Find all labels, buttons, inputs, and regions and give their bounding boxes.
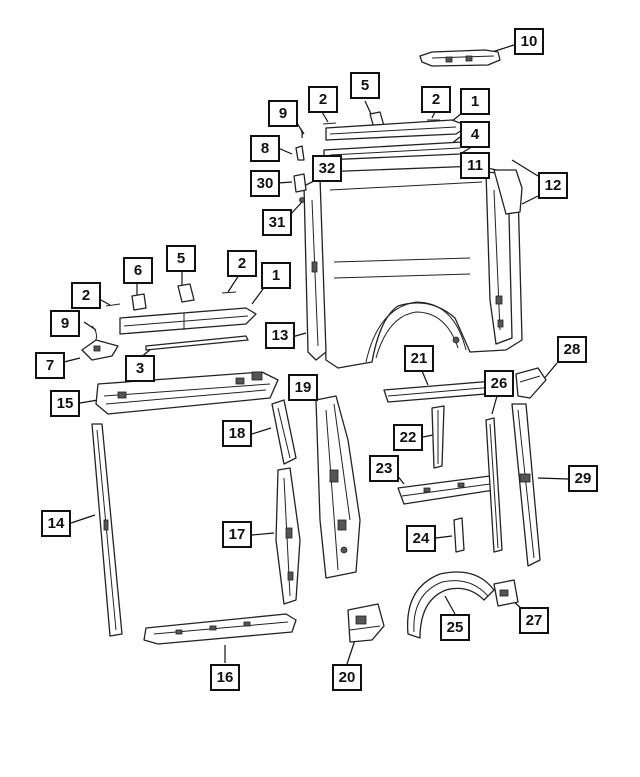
callout-12: 12 <box>538 172 568 199</box>
callout-7: 7 <box>35 352 65 379</box>
part-14-pillar <box>91 423 123 637</box>
callout-14: 14 <box>41 510 71 537</box>
callout-20: 20 <box>332 664 362 691</box>
callout-1b: 1 <box>261 262 291 289</box>
callout-23: 23 <box>369 455 399 482</box>
callout-28: 28 <box>557 336 587 363</box>
part-22-brace <box>431 405 445 469</box>
callout-16: 16 <box>210 664 240 691</box>
callout-3: 3 <box>125 355 155 382</box>
callout-22: 22 <box>393 424 423 451</box>
callout-8: 8 <box>250 135 280 162</box>
part-29-rear-pillar <box>511 403 541 567</box>
part-23-rail <box>397 475 495 505</box>
callout-32: 32 <box>312 155 342 182</box>
callout-9b: 9 <box>50 310 80 337</box>
part-19-inner-pillar <box>315 395 361 579</box>
callout-31: 31 <box>262 209 292 236</box>
part-1-4-upper-rails <box>323 119 471 161</box>
callout-11: 11 <box>460 152 490 179</box>
callout-10: 10 <box>514 28 544 55</box>
callout-30: 30 <box>250 170 280 197</box>
part-17-pillar-lower <box>275 467 301 605</box>
callout-5b: 5 <box>166 245 196 272</box>
part-24-brace <box>453 517 465 553</box>
part-18-pillar-upper <box>271 399 297 465</box>
callout-2c: 2 <box>227 250 257 277</box>
part-25-wheelhouse <box>406 571 495 639</box>
callout-19: 19 <box>288 374 318 401</box>
callout-4: 4 <box>460 121 490 148</box>
part-13-side-panel <box>303 165 523 369</box>
callout-18: 18 <box>222 420 252 447</box>
part-26-pillar <box>485 417 503 553</box>
callout-1a: 1 <box>460 88 490 115</box>
callout-15: 15 <box>50 390 80 417</box>
callout-6: 6 <box>123 257 153 284</box>
callout-29: 29 <box>568 465 598 492</box>
part-20-bracket <box>347 603 385 643</box>
parts-30-31-small <box>293 173 307 203</box>
part-10-roof-bow <box>419 49 501 67</box>
part-28-corner <box>515 367 547 399</box>
part-15-roof-rail <box>95 371 279 415</box>
callout-13: 13 <box>265 322 295 349</box>
part-27-plate <box>493 579 519 607</box>
part-7-bracket <box>81 339 119 361</box>
callout-5a: 5 <box>350 72 380 99</box>
callout-25: 25 <box>440 614 470 641</box>
part-1-3-lower-rails <box>91 283 257 351</box>
callout-24: 24 <box>406 525 436 552</box>
callout-2a: 2 <box>308 86 338 113</box>
callout-2b: 2 <box>421 86 451 113</box>
callout-2d: 2 <box>71 282 101 309</box>
part-16-sill <box>143 613 297 645</box>
callout-26: 26 <box>484 370 514 397</box>
callout-21: 21 <box>404 345 434 372</box>
callout-17: 17 <box>222 521 252 548</box>
callout-27: 27 <box>519 607 549 634</box>
callout-9a: 9 <box>268 100 298 127</box>
